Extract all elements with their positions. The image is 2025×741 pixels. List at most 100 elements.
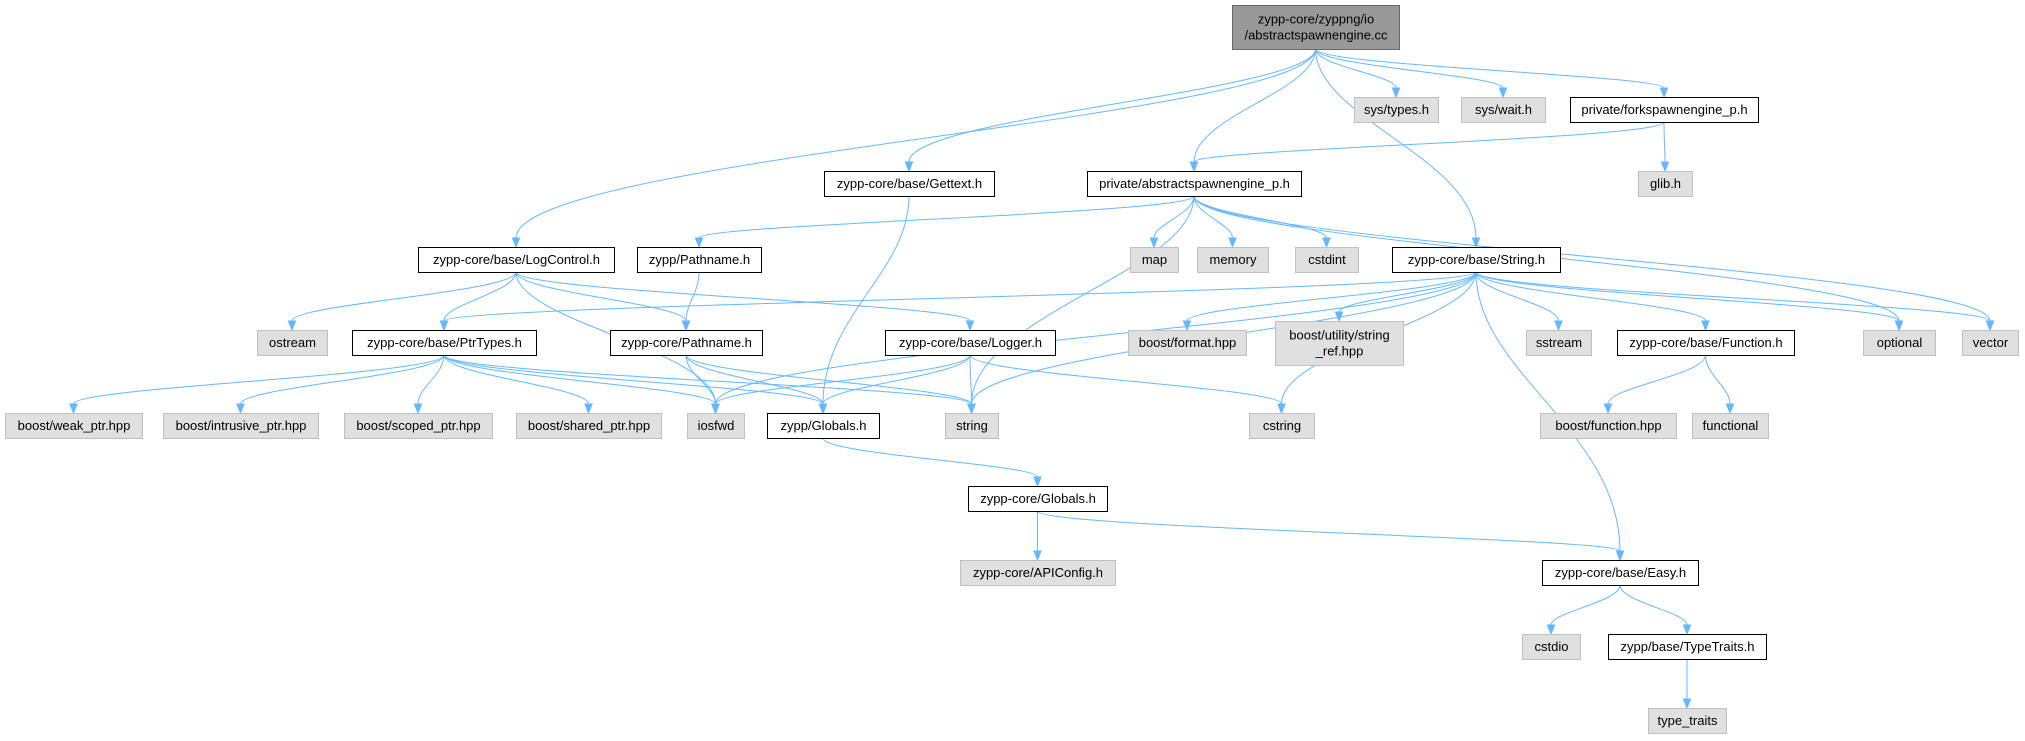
node-type-traits[interactable]: type_traits	[1648, 708, 1727, 734]
node-label: type_traits	[1658, 713, 1718, 728]
node-memory[interactable]: memory	[1197, 247, 1269, 273]
node-box	[1542, 560, 1699, 586]
node-cstdint[interactable]: cstdint	[1295, 247, 1359, 273]
edge-ptrtypes-to-shared	[443, 354, 593, 415]
node-functional[interactable]: functional	[1692, 413, 1769, 439]
node-vector[interactable]: vector	[1962, 330, 2019, 356]
edge-line	[969, 354, 972, 405]
node-box	[1522, 634, 1581, 660]
arrowhead	[1659, 87, 1669, 99]
arrowhead	[965, 320, 975, 332]
node-box	[885, 330, 1056, 356]
node-label: zypp-core/base/Easy.h	[1555, 565, 1686, 580]
node-label: zypp-core/base/Logger.h	[899, 335, 1042, 350]
edge-line	[515, 48, 1316, 239]
node-optional[interactable]: optional	[1863, 330, 1936, 356]
node-private-forkspawnengine-p-h[interactable]: private/forkspawnengine_p.h	[1570, 97, 1759, 123]
node-sys-wait-h[interactable]: sys/wait.h	[1461, 97, 1546, 123]
edge-logger-to-iosfwd	[711, 354, 971, 415]
node-zypp-globals-h[interactable]: zypp/Globals.h	[767, 413, 880, 439]
node-cstdio[interactable]: cstdio	[1522, 634, 1581, 660]
node-zypp-core-base-logger-h[interactable]: zypp-core/base/Logger.h	[885, 330, 1056, 356]
node-box	[1461, 97, 1546, 123]
node-label: cstring	[1263, 418, 1301, 433]
node-zypp-core-base-string-h[interactable]: zypp-core/base/String.h	[1392, 247, 1561, 273]
edge-line	[971, 195, 1195, 405]
node-box	[824, 171, 995, 197]
node-boost-scoped-ptr-hpp[interactable]: boost/scoped_ptr.hpp	[344, 413, 493, 439]
arrowhead	[1189, 161, 1199, 173]
node-zypp-core-base-gettext-h[interactable]: zypp-core/base/Gettext.h	[824, 171, 995, 197]
node-sys-types-h[interactable]: sys/types.h	[1354, 97, 1439, 123]
node-box	[1128, 330, 1247, 356]
node-box	[1608, 634, 1767, 660]
node-zypp-core-base-logcontrol-h[interactable]: zypp-core/base/LogControl.h	[418, 247, 615, 273]
edge-logger-to-string	[967, 354, 976, 415]
node-box	[1249, 413, 1315, 439]
node-box	[257, 330, 328, 356]
node-box	[1354, 97, 1439, 123]
node-zypp-core-base-function-h[interactable]: zypp-core/base/Function.h	[1617, 330, 1795, 356]
node-zypp-core-pathname-h[interactable]: zypp-core/Pathname.h	[610, 330, 763, 356]
node-sstream[interactable]: sstream	[1526, 330, 1592, 356]
node-box	[1648, 708, 1727, 734]
edge-line	[1550, 584, 1621, 626]
node-zypp-core-base-ptrtypes-h[interactable]: zypp-core/base/PtrTypes.h	[352, 330, 537, 356]
node-box	[1570, 97, 1759, 123]
edge-line	[515, 271, 687, 322]
node-private-abstractspawnengine-p-h[interactable]: private/abstractspawnengine_p.h	[1087, 171, 1302, 197]
node-box	[1540, 413, 1677, 439]
edge-abstractspawn-to-map	[1149, 195, 1195, 249]
node-box	[960, 560, 1116, 586]
arrowhead	[439, 320, 449, 332]
node-ostream[interactable]: ostream	[257, 330, 328, 356]
arrowhead	[694, 237, 704, 249]
node-label: boost/utility/string	[1289, 328, 1389, 343]
node-box	[637, 247, 762, 273]
arrowhead	[287, 320, 297, 332]
edge-zpathname-to-cpathname	[681, 271, 700, 332]
edge-line	[1607, 354, 1706, 405]
node-zypp-base-typetraits-h[interactable]: zypp/base/TypeTraits.h	[1608, 634, 1767, 660]
node-label: boost/scoped_ptr.hpp	[356, 418, 480, 433]
arrowhead	[904, 161, 914, 173]
node-string[interactable]: string	[945, 413, 999, 439]
node-boost-utility-string-ref-hpp[interactable]: boost/utility/string_ref.hpp	[1275, 321, 1404, 366]
node-box	[1130, 247, 1179, 273]
edge-abstractspawn-to-memory	[1193, 195, 1237, 249]
node-label: functional	[1703, 418, 1759, 433]
node-glib-h[interactable]: glib.h	[1638, 171, 1693, 197]
node-zypp-core-base-easy-h[interactable]: zypp-core/base/Easy.h	[1542, 560, 1699, 586]
node-map[interactable]: map	[1130, 247, 1179, 273]
node-boost-shared-ptr-hpp[interactable]: boost/shared_ptr.hpp	[516, 413, 662, 439]
node-iosfwd[interactable]: iosfwd	[687, 413, 745, 439]
arrowhead	[1554, 320, 1563, 332]
node-label: zypp-core/base/Gettext.h	[837, 176, 982, 191]
node-zypp-core-apiconfig-h[interactable]: zypp-core/APIConfig.h	[960, 560, 1116, 586]
edge-cpathname-to-string	[685, 354, 976, 415]
node-boost-weak-ptr-hpp[interactable]: boost/weak_ptr.hpp	[5, 413, 143, 439]
edge-ptrtypes-to-scoped	[413, 354, 445, 415]
node-zypp-core-globals-h[interactable]: zypp-core/Globals.h	[968, 486, 1108, 512]
arrowhead	[1182, 320, 1192, 332]
edge-logcontrol-to-logger	[515, 271, 975, 332]
edge-typetraits-to-type_traits	[1682, 658, 1692, 710]
node-cstring[interactable]: cstring	[1249, 413, 1315, 439]
edge-line	[685, 271, 700, 322]
node-zypp-pathname-h[interactable]: zypp/Pathname.h	[637, 247, 762, 273]
edge-line	[685, 354, 972, 405]
node-zypp-core-zyppng-io-abstractspawnengine-cc[interactable]: zypp-core/zyppng/io/abstractspawnengine.…	[1232, 5, 1400, 50]
node-boost-intrusive-ptr-hpp[interactable]: boost/intrusive_ptr.hpp	[163, 413, 319, 439]
node-label: /abstractspawnengine.cc	[1244, 28, 1388, 43]
node-boost-function-hpp[interactable]: boost/function.hpp	[1540, 413, 1677, 439]
edge-line	[443, 271, 1477, 322]
edge-ptrtypes-to-intrusive	[236, 354, 445, 415]
edge-ptrtypes-to-weakptr	[69, 354, 445, 415]
arrowhead	[1682, 698, 1692, 710]
edge-line	[1619, 584, 1688, 626]
edge-line	[822, 195, 910, 405]
node-boost-format-hpp[interactable]: boost/format.hpp	[1128, 330, 1247, 356]
node-label: ostream	[269, 335, 316, 350]
arrowhead	[1615, 550, 1625, 562]
